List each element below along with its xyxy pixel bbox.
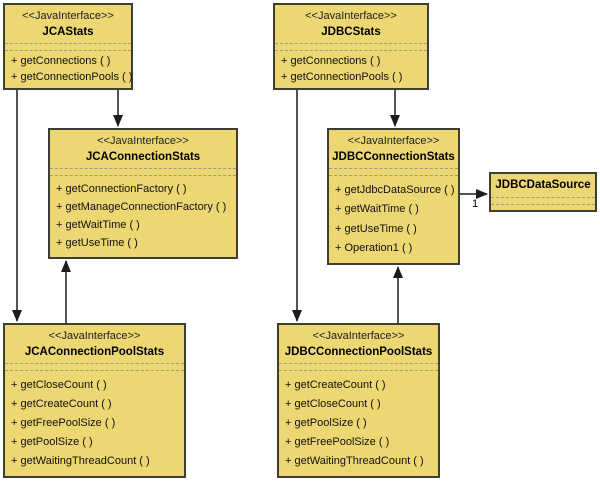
operation: + getCloseCount ( )	[285, 398, 381, 410]
class-header: <<JavaInterface>> JDBCConnectionStats	[329, 130, 458, 165]
class-header: <<JavaInterface>> JCAStats	[5, 5, 131, 40]
operation: + getConnectionPools ( )	[11, 70, 133, 83]
class-box-jcaconnectionstats: <<JavaInterface>> JCAConnectionStats + g…	[48, 128, 238, 259]
operations-list: + getConnections ( ) + getConnectionPools…	[275, 51, 427, 88]
class-name: JCAConnectionStats	[85, 151, 201, 163]
class-header: <<JavaInterface>> JCAConnectionStats	[50, 130, 236, 165]
operation: + getPoolSize ( )	[285, 417, 367, 429]
attributes-separator	[279, 363, 438, 364]
attributes-separator	[275, 43, 427, 44]
class-name: JDBCConnectionPoolStats	[284, 346, 433, 358]
operations-separator	[5, 50, 131, 51]
operation: + getPoolSize ( )	[11, 436, 93, 448]
operations-separator	[50, 175, 236, 176]
operation: + getUseTime ( )	[56, 237, 138, 249]
class-name: JDBCStats	[321, 26, 381, 38]
class-box-jcaconnectionpoolstats: <<JavaInterface>> JCAConnectionPoolStats…	[3, 323, 186, 478]
operation: + getConnections ( )	[11, 55, 111, 68]
operations-separator	[279, 370, 438, 371]
attributes-separator	[50, 168, 236, 169]
operations-list: + getCreateCount ( ) + getCloseCount ( ) +…	[279, 371, 438, 476]
class-header: JDBCDataSource	[491, 174, 595, 193]
attributes-separator	[329, 168, 458, 169]
operation: + getFreePoolSize ( )	[11, 417, 116, 429]
operation: + getManageConnectionFactory ( )	[56, 201, 227, 213]
operation: + getWaitingThreadCount ( )	[11, 455, 150, 467]
operations-separator	[329, 175, 458, 176]
class-header: <<JavaInterface>> JCAConnectionPoolStats	[5, 325, 184, 360]
stereotype-label: <<JavaInterface>>	[22, 10, 114, 22]
class-name: JCAStats	[42, 26, 94, 38]
operation: + getWaitingThreadCount ( )	[285, 455, 424, 467]
operations-list: + getJdbcDataSource ( ) + getWaitTime ( )…	[329, 176, 458, 263]
stereotype-label: <<JavaInterface>>	[97, 135, 189, 147]
class-box-jdbcconnectionstats: <<JavaInterface>> JDBCConnectionStats + …	[327, 128, 460, 265]
operation: + getJdbcDataSource ( )	[335, 184, 455, 197]
operation: + getConnectionFactory ( )	[56, 183, 187, 195]
operation: + getCloseCount ( )	[11, 379, 107, 391]
operation: + getFreePoolSize ( )	[285, 436, 390, 448]
operations-list: + getConnections ( ) + getConnectionPools…	[5, 51, 133, 88]
operations-separator	[275, 50, 427, 51]
operation: + getConnections ( )	[281, 55, 381, 68]
stereotype-label: <<JavaInterface>>	[347, 135, 440, 147]
operations-list: + getConnectionFactory ( ) + getManageCon…	[50, 176, 236, 257]
operations-list: + getCloseCount ( ) + getCreateCount ( ) +…	[5, 371, 184, 476]
class-name: JCAConnectionPoolStats	[24, 346, 165, 358]
attributes-separator	[5, 43, 131, 44]
operation: + Operation1 ( )	[335, 241, 413, 254]
class-box-jdbcdatasource: JDBCDataSource	[489, 172, 597, 212]
operations-separator	[5, 370, 184, 371]
operation: + getCreateCount ( )	[285, 379, 386, 391]
operation: + getWaitTime ( )	[335, 203, 419, 216]
class-name: JDBCConnectionStats	[332, 151, 455, 163]
class-box-jdbcstats: <<JavaInterface>> JDBCStats + getConnect…	[273, 3, 429, 90]
operation: + getCreateCount ( )	[11, 398, 112, 410]
operation: + getUseTime ( )	[335, 222, 417, 235]
class-name: JDBCDataSource	[495, 179, 591, 191]
attributes-separator	[491, 197, 595, 198]
operation: + getWaitTime ( )	[56, 219, 140, 231]
stereotype-label: <<JavaInterface>>	[305, 10, 397, 22]
class-header: <<JavaInterface>> JDBCStats	[275, 5, 427, 40]
multiplicity-label: 1	[472, 198, 479, 210]
class-box-jdbcconnectionpoolstats: <<JavaInterface>> JDBCConnectionPoolStat…	[277, 323, 440, 478]
stereotype-label: <<JavaInterface>>	[48, 330, 141, 342]
operation: + getConnectionPools ( )	[281, 70, 403, 83]
class-box-jcastats: <<JavaInterface>> JCAStats + getConnecti…	[3, 3, 133, 90]
stereotype-label: <<JavaInterface>>	[312, 330, 405, 342]
operations-separator	[491, 204, 595, 205]
attributes-separator	[5, 363, 184, 364]
class-header: <<JavaInterface>> JDBCConnectionPoolStat…	[279, 325, 438, 360]
